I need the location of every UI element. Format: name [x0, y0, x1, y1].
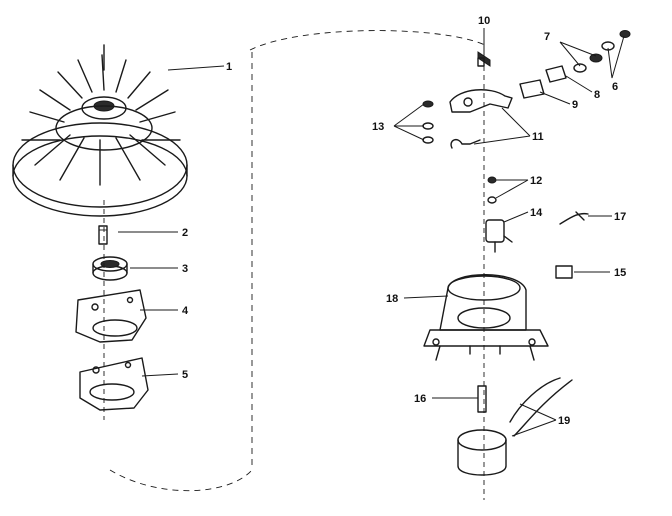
gasket-upper — [75, 289, 147, 343]
switch-bracket — [449, 89, 513, 149]
callout-1: 1 — [226, 61, 232, 73]
callout-11: 11 — [532, 131, 544, 143]
wire-spring-17 — [559, 211, 589, 225]
screws-12 — [487, 176, 497, 204]
fan-impeller — [12, 44, 188, 217]
callout-18: 18 — [386, 293, 398, 305]
capacitor-19 — [457, 377, 573, 476]
callout-2: 2 — [182, 227, 188, 239]
motor-housing — [423, 274, 549, 361]
callout-9: 9 — [572, 99, 578, 111]
screw-10 — [477, 51, 491, 67]
block-15 — [555, 265, 573, 279]
callout-4: 4 — [182, 305, 189, 317]
callout-17: 17 — [614, 211, 626, 223]
callout-15: 15 — [614, 267, 626, 279]
callout-6: 6 — [612, 81, 618, 93]
pin — [98, 225, 108, 245]
shaft-16 — [477, 385, 487, 413]
callout-12: 12 — [530, 175, 542, 187]
callout-3: 3 — [182, 263, 188, 275]
leader-lines — [118, 28, 625, 437]
tank-outline — [109, 30, 486, 492]
clip-8 — [545, 65, 567, 83]
callout-labels: 1 2 3 4 5 6 7 8 9 10 11 12 13 14 15 16 1… — [182, 15, 626, 427]
washer-nut-stack — [573, 30, 631, 73]
callout-7: 7 — [544, 31, 550, 43]
callout-14: 14 — [530, 207, 543, 219]
screws-13 — [422, 100, 434, 144]
callout-19: 19 — [558, 415, 570, 427]
callout-13: 13 — [372, 121, 384, 133]
bushing — [92, 256, 128, 281]
callout-5: 5 — [182, 369, 188, 381]
switch-14 — [485, 219, 513, 253]
callout-8: 8 — [594, 89, 600, 101]
callout-10: 10 — [478, 15, 490, 27]
callout-16: 16 — [414, 393, 426, 405]
gasket-lower — [79, 357, 149, 411]
bracket-9 — [519, 79, 545, 99]
